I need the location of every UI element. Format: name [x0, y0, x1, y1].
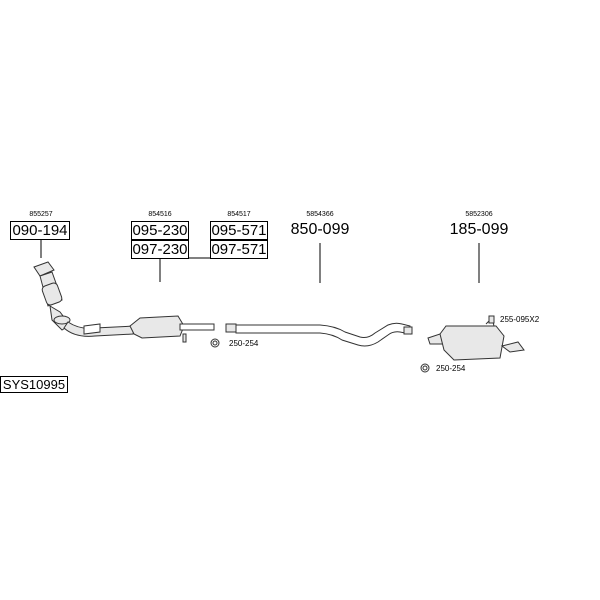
part-code-box[interactable]: 097-571 — [210, 240, 268, 259]
part-code-box[interactable]: 095-230 — [131, 221, 189, 240]
part-code-box[interactable]: 090-194 — [10, 221, 70, 240]
article-number-3: 854517 — [227, 211, 251, 218]
clamp-part-1 — [210, 338, 220, 348]
center-muffler-part — [129, 315, 215, 343]
article-number-2: 854516 — [148, 211, 172, 218]
front-pipe-catalyst-part — [33, 261, 136, 337]
clamp-label[interactable]: 250-254 — [436, 364, 466, 373]
clamp-label[interactable]: 255-095X2 — [500, 315, 540, 324]
rubber-mount-part — [488, 315, 495, 324]
clamp-part-2 — [420, 363, 430, 373]
article-number-4: 5854366 — [306, 211, 334, 218]
intermediate-pipe-part — [225, 322, 413, 347]
article-number-1: 855257 — [29, 211, 53, 218]
part-code-box[interactable]: 095-571 — [210, 221, 268, 240]
article-number-5: 5852306 — [465, 211, 493, 218]
system-id-box: SYS10995 — [0, 376, 68, 393]
part-code-label[interactable]: 850-099 — [290, 221, 350, 238]
part-code-label[interactable]: 185-099 — [449, 221, 509, 238]
part-code-box[interactable]: 097-230 — [131, 240, 189, 259]
clamp-label[interactable]: 250-254 — [229, 339, 259, 348]
rear-muffler-part — [427, 317, 525, 361]
